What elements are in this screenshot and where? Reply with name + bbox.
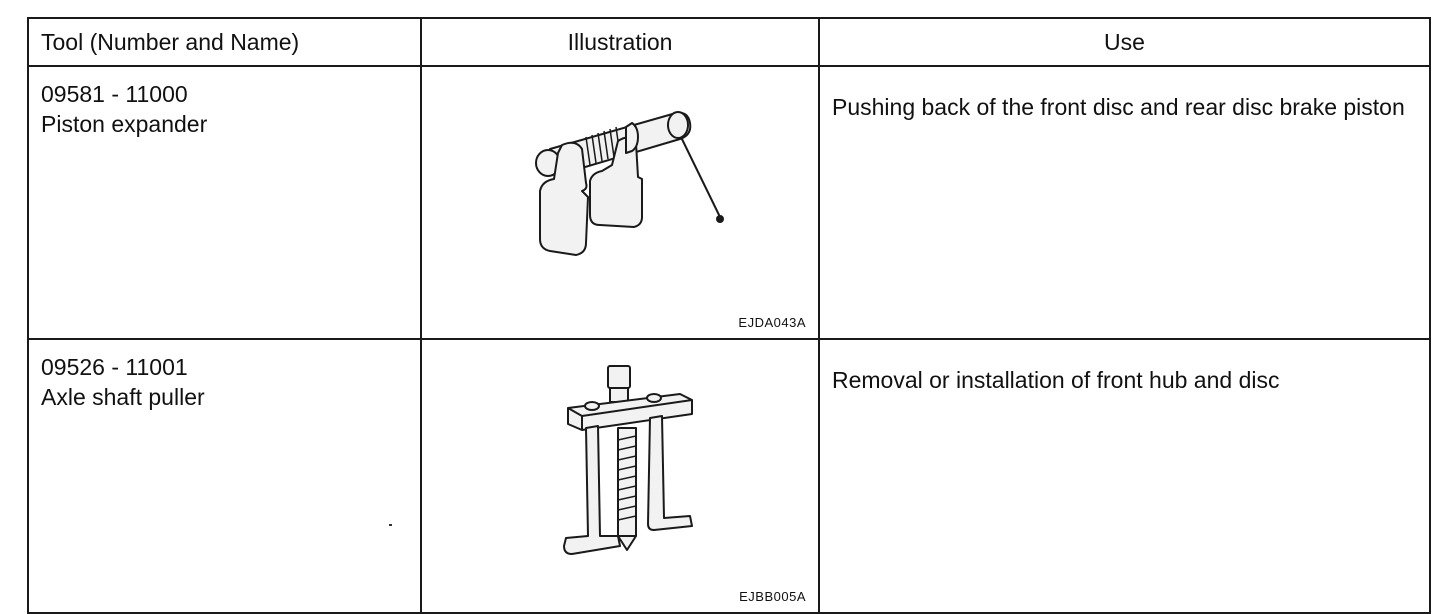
tool-cell: 09526 - 11001 Axle shaft puller [27,338,422,614]
header-use: Use [818,17,1431,67]
illustration-cell: EJBB005A [420,338,820,614]
use-cell: Pushing back of the front disc and rear … [818,65,1431,340]
tool-number: 09526 - 11001 [41,354,188,380]
tool-cell: 09581 - 11000 Piston expander [27,65,422,340]
illustration-cell: EJDA043A [420,65,820,340]
scan-speck [389,524,392,526]
table-row: 09581 - 11000 Piston expander [27,65,1431,340]
illustration-code: EJDA043A [738,315,806,330]
tool-name: Axle shaft puller [41,384,205,410]
piston-expander-icon [535,111,724,256]
tool-name: Piston expander [41,111,208,137]
header-illustration: Illustration [420,17,820,67]
illustration-code: EJBB005A [739,589,806,604]
table-header-row: Tool (Number and Name) Illustration Use [27,17,1431,67]
tool-number: 09581 - 11000 [41,81,188,107]
use-cell: Removal or installation of front hub and… [818,338,1431,614]
axle-shaft-puller-icon [563,365,693,555]
table-row: 09526 - 11001 Axle shaft puller [27,338,1431,614]
header-tool: Tool (Number and Name) [27,17,422,67]
special-tools-table: Tool (Number and Name) Illustration Use … [27,17,1431,614]
